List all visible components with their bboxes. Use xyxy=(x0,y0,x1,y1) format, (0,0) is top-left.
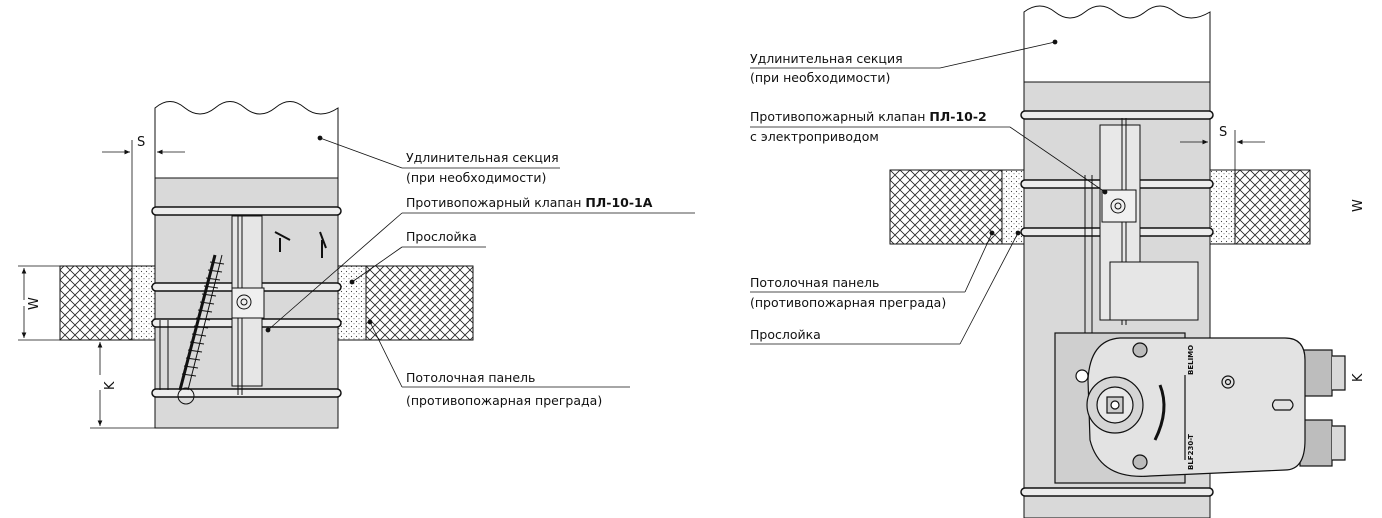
right-extension-label: Удлинительная секция xyxy=(750,51,903,66)
right-extension-section xyxy=(1023,5,1211,82)
left-panel-label: Потолочная панель xyxy=(406,370,535,385)
left-valve-model: ПЛ-10-1А xyxy=(585,195,652,210)
left-dim-w-label: W xyxy=(27,297,42,310)
left-interlayer-right xyxy=(337,265,367,341)
right-diagram: BELIMO BLF230-T S W K Удлинительная секц… xyxy=(750,5,1366,518)
left-dim-s xyxy=(102,140,185,266)
left-extension-sub: (при необходимости) xyxy=(406,170,546,185)
left-dim-w xyxy=(18,265,60,341)
left-diagram: S W K Удлинительная секция (при xyxy=(18,101,695,429)
right-band xyxy=(1020,487,1214,497)
right-interlayer-label: Прослойка xyxy=(750,327,821,342)
left-panel-sub: (противопожарная преграда) xyxy=(406,393,602,408)
right-extension-sub: (при необходимости) xyxy=(750,70,890,85)
left-dim-k xyxy=(90,342,155,429)
right-band xyxy=(1020,110,1214,120)
right-dim-s xyxy=(1180,130,1265,170)
left-leaders xyxy=(265,135,695,388)
right-panel-sub: (противопожарная преграда) xyxy=(750,295,946,310)
right-ceiling-panel-right xyxy=(1234,169,1311,245)
left-valve-mechanism xyxy=(159,215,327,405)
right-valve-model: ПЛ-10-2 xyxy=(929,109,986,124)
left-dim-s-label: S xyxy=(137,135,145,150)
right-valve-mechanism xyxy=(1084,118,1199,370)
left-ceiling-panel-left xyxy=(59,265,133,341)
actuator-brand: BELIMO xyxy=(1187,345,1195,375)
right-valve-label: Противопожарный клапан ПЛ-10-2 xyxy=(750,109,987,124)
left-band xyxy=(151,388,342,398)
left-ceiling-panel-right xyxy=(365,265,474,341)
right-valve-sub: с электроприводом xyxy=(750,129,879,144)
actuator xyxy=(1054,332,1346,484)
actuator-model: BLF230-T xyxy=(1187,434,1195,470)
left-valve-label-text: Противопожарный клапан xyxy=(406,195,585,210)
right-dim-s-label: S xyxy=(1219,125,1227,140)
left-spring xyxy=(181,261,225,377)
left-valve-label: Противопожарный клапан ПЛ-10-1А xyxy=(406,195,653,210)
right-valve-label-text: Противопожарный клапан xyxy=(750,109,929,124)
right-interlayer-right xyxy=(1209,169,1236,245)
left-extension-section xyxy=(154,101,339,178)
left-interlayer-left xyxy=(131,265,156,341)
right-dim-w-label: W xyxy=(1351,199,1366,212)
right-panel-label: Потолочная панель xyxy=(750,275,879,290)
left-dim-k-label: K xyxy=(103,381,118,390)
left-interlayer-label: Прослойка xyxy=(406,229,477,244)
left-band xyxy=(151,206,342,216)
right-dim-k-label: K xyxy=(1351,373,1366,382)
right-leaders xyxy=(750,39,1108,345)
right-ceiling-panel-left xyxy=(889,169,1003,245)
left-extension-label: Удлинительная секция xyxy=(406,150,559,165)
